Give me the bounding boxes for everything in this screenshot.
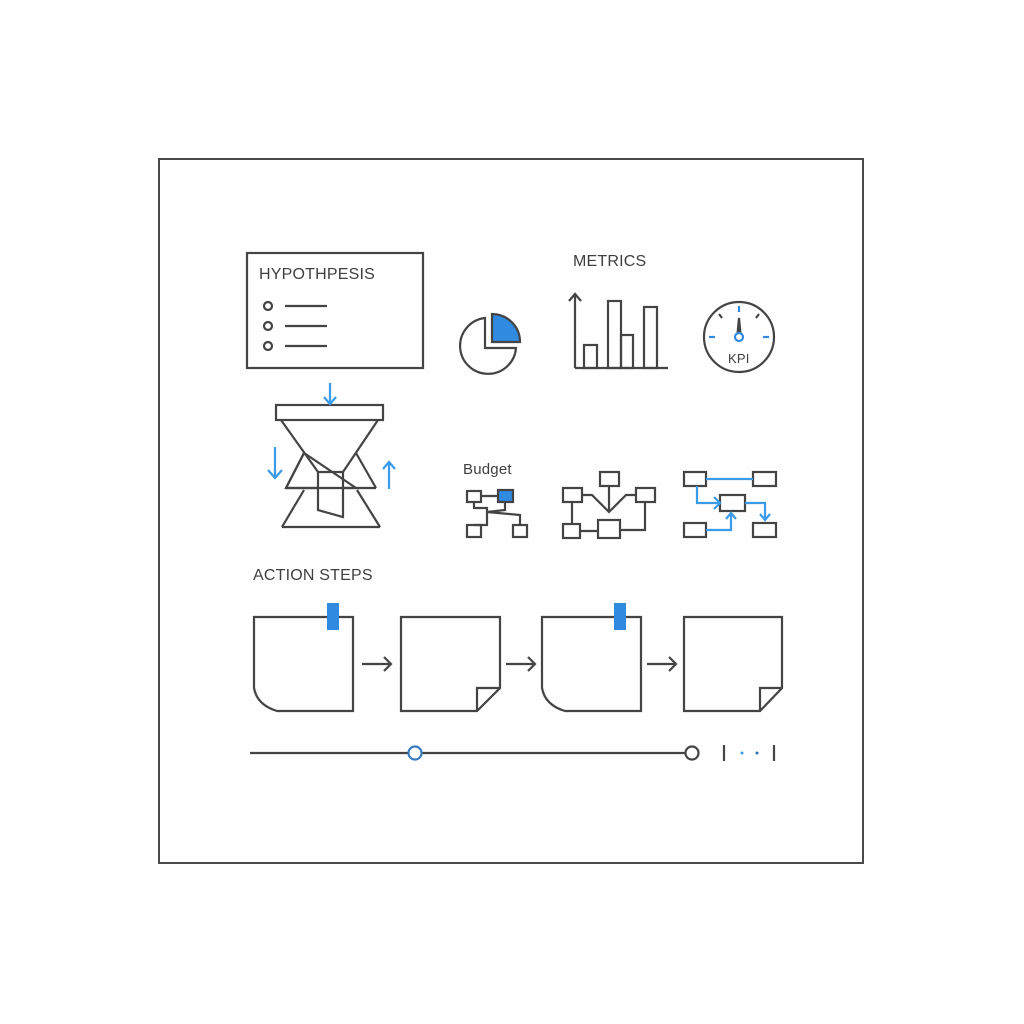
pagination-dots[interactable] (722, 745, 776, 761)
arrow-right-icon (362, 656, 393, 672)
hypothesis-list (262, 300, 327, 352)
arrow-right-icon (647, 656, 678, 672)
pie-chart-icon (459, 312, 522, 375)
kpi-label: KPI (728, 351, 750, 366)
budget-tree-icon[interactable] (465, 488, 529, 539)
note-1[interactable] (252, 603, 355, 713)
flow-arrows (267, 383, 396, 489)
main-frame (158, 158, 864, 864)
note-2[interactable] (399, 615, 502, 713)
hypothesis-title: HYPOTHPESIS (259, 266, 376, 283)
action-steps-title: ACTION STEPS (253, 567, 373, 584)
arrow-right-icon (506, 656, 537, 672)
hypothesis-card[interactable] (245, 251, 425, 370)
bullet-icon (262, 340, 274, 352)
budget-title: Budget (463, 461, 512, 478)
flow-diagram-icon[interactable] (682, 470, 778, 539)
timeline-slider[interactable] (250, 745, 700, 761)
bullet-icon (262, 320, 274, 332)
bar-chart-icon (568, 292, 668, 370)
note-4[interactable] (682, 615, 784, 713)
slider-end-marker[interactable] (684, 745, 700, 761)
funnel-icon (267, 383, 396, 529)
bullet-icon (262, 300, 274, 312)
metrics-title: METRICS (573, 253, 647, 270)
gauge-icon (702, 300, 776, 374)
pin-icon (327, 603, 339, 630)
pin-icon (614, 603, 626, 630)
slider-handle[interactable] (407, 745, 423, 761)
note-3[interactable] (540, 603, 643, 713)
network-diagram-icon[interactable] (561, 470, 657, 540)
